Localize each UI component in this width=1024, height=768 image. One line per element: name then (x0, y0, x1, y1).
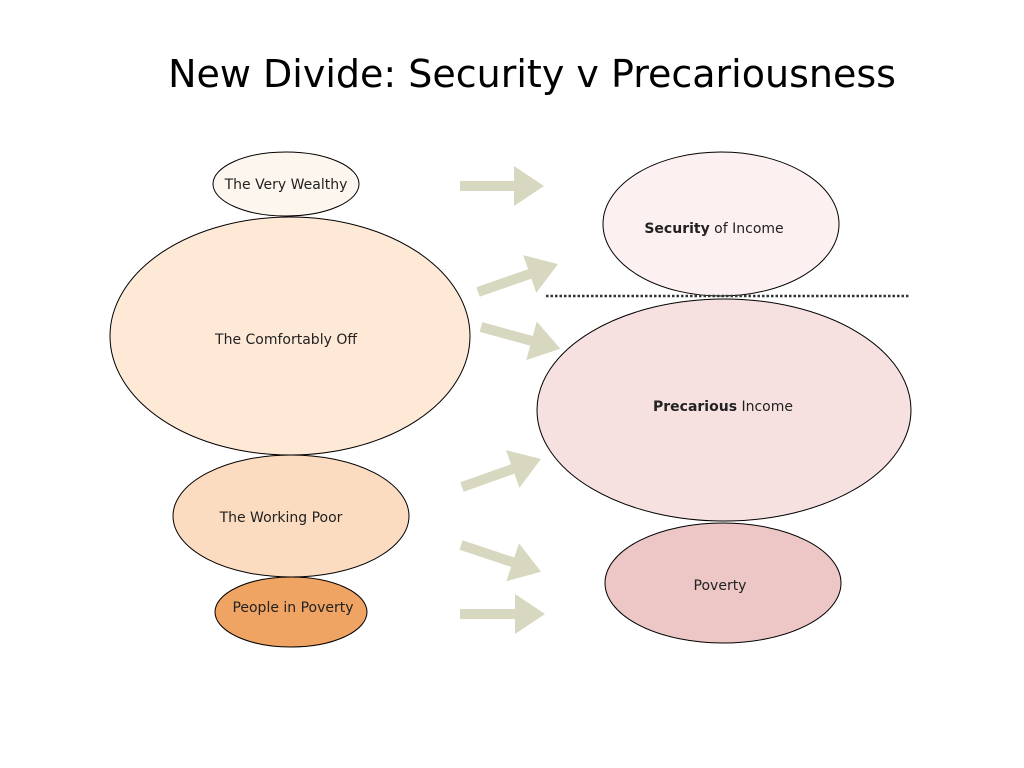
precarious-income-label: Precarious Income (653, 399, 793, 415)
security-of-income-label: Security of Income (644, 221, 783, 237)
poverty-label: Poverty (694, 578, 747, 594)
income-word: Income (737, 399, 793, 415)
comfortably-off-label: The Comfortably Off (214, 332, 357, 348)
arrow-comfortably-off-lower (479, 321, 561, 361)
very-wealthy-ellipse (212, 151, 360, 217)
poverty-ellipse (604, 522, 842, 644)
slide-title: New Divide: Security v Precariousness (168, 52, 896, 96)
people-in-poverty-ellipse (214, 576, 368, 648)
very-wealthy-label: The Very Wealthy (224, 177, 348, 193)
of-income-words: of Income (710, 221, 784, 237)
security-of-income-ellipse (602, 151, 840, 297)
precarious-income-ellipse (536, 298, 912, 522)
arrow-comfortably-off-upper (476, 255, 558, 297)
working-poor-label: The Working Poor (219, 510, 343, 526)
people-in-poverty-label: People in Poverty (232, 600, 353, 616)
security-word: Security (644, 221, 709, 237)
precarious-word: Precarious (653, 399, 737, 415)
arrow-working-poor-lower (459, 540, 542, 582)
arrow-working-poor-upper (460, 450, 541, 492)
